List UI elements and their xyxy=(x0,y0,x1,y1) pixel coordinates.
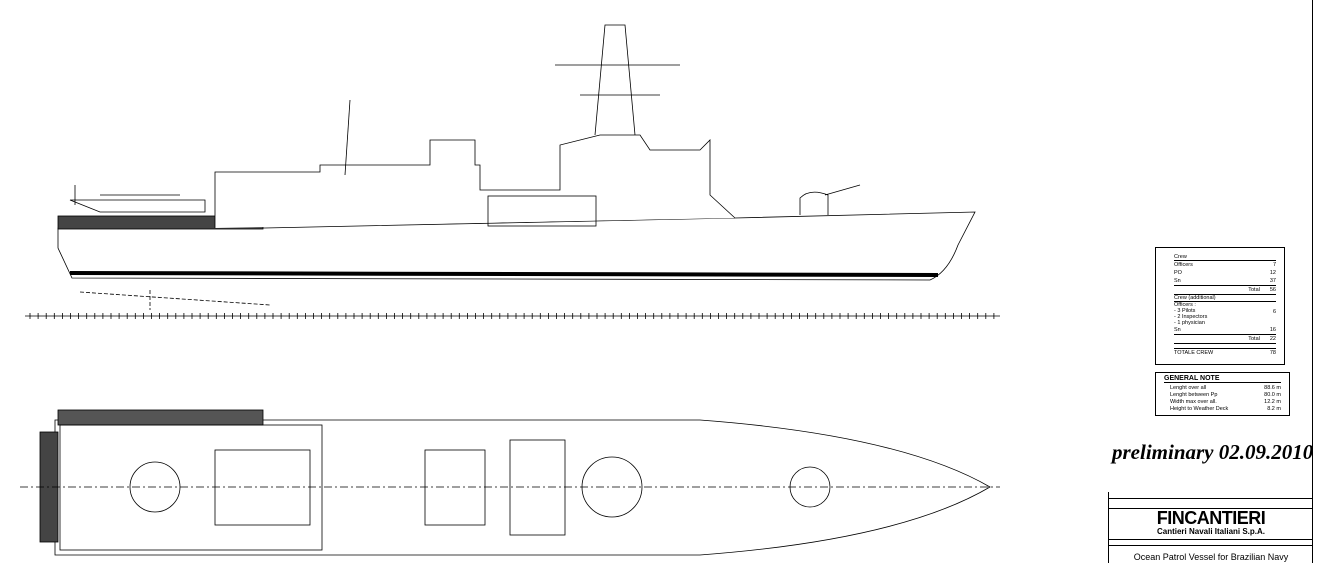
height-unit: m xyxy=(1276,406,1281,412)
additional-total-label: Total xyxy=(1248,336,1260,342)
boot-topping-stripe xyxy=(69,271,939,277)
company-subtitle: Cantieri Navali Italiani S.p.A. xyxy=(1156,527,1266,536)
officers-label: Officers xyxy=(1174,262,1193,268)
side-profile xyxy=(25,24,1000,319)
width-label: Width max over all. xyxy=(1170,399,1217,405)
drawing-title: Ocean Patrol Vessel for Brazilian Navy xyxy=(1133,552,1289,562)
company-logo: FINCANTIERI xyxy=(1156,508,1266,528)
pilots: - 3 Pilots xyxy=(1174,308,1196,314)
total-value: 56 xyxy=(1269,287,1276,293)
deck-house-1 xyxy=(424,449,486,526)
preliminary-stamp: preliminary 02.09.2010 xyxy=(1112,440,1314,464)
lbp-label: Lenght between Pp xyxy=(1170,392,1218,398)
width-value: 12.2 xyxy=(1264,399,1275,405)
general-note-title: GENERAL NOTE xyxy=(1164,375,1281,383)
frame-ticks xyxy=(29,313,995,319)
propeller-shaft xyxy=(79,290,271,310)
lbp-value: 80.0 xyxy=(1264,392,1275,398)
inspectors: - 2 Inspectors xyxy=(1174,314,1208,320)
po-label: PO xyxy=(1174,270,1182,276)
sn-label: Sn xyxy=(1174,278,1181,284)
additional-officers-label: Officers : xyxy=(1174,302,1196,308)
width-unit: m xyxy=(1276,399,1281,405)
main-gun xyxy=(799,184,861,215)
total-label: Total xyxy=(1248,287,1260,293)
flight-deck-area xyxy=(59,424,323,551)
general-note: GENERAL NOTE Lenght over all 88.6 m Lengh… xyxy=(1155,372,1290,416)
loa-unit: m xyxy=(1276,385,1281,391)
additional-total-value: 22 xyxy=(1269,336,1276,342)
plan-view xyxy=(20,409,1000,556)
deck-outline xyxy=(54,419,991,556)
officers-value: 7 xyxy=(1272,262,1276,268)
physician: - 1 physician xyxy=(1174,320,1205,326)
po-value: 12 xyxy=(1269,270,1276,276)
height-label: Height to Weather Deck xyxy=(1170,406,1229,412)
lbp-unit: m xyxy=(1276,392,1281,398)
rhib xyxy=(487,195,597,227)
crew-header: Crew xyxy=(1174,254,1276,261)
sn-value: 37 xyxy=(1269,278,1276,284)
loa-label: Lenght over all xyxy=(1170,385,1207,391)
grand-total-value: 78 xyxy=(1269,350,1276,356)
title-block: FINCANTIERI Cantieri Navali Italiani S.p… xyxy=(1108,492,1313,563)
hull-profile xyxy=(57,211,976,281)
superstructure xyxy=(214,134,736,228)
additional-sn-label: Sn xyxy=(1174,327,1181,333)
additional-header: Crew (additional) xyxy=(1174,295,1276,302)
height-value: 8.2 xyxy=(1267,406,1275,412)
mast xyxy=(555,24,680,136)
loa-value: 88.6 xyxy=(1264,385,1275,391)
border-line xyxy=(1312,0,1313,563)
crew-table: Crew Officers 7 PO 12 Sn 37 Total 56 Crew (a… xyxy=(1155,247,1285,365)
flight-deck xyxy=(57,409,264,426)
additional-officers-value: 6 xyxy=(1272,309,1276,315)
additional-sn-value: 16 xyxy=(1269,327,1276,333)
hangar xyxy=(214,449,311,526)
grand-total-label: TOTALE CREW xyxy=(1174,350,1214,356)
aft-mast xyxy=(344,99,351,176)
deck-house-2 xyxy=(509,439,566,536)
helicopter xyxy=(69,185,206,213)
